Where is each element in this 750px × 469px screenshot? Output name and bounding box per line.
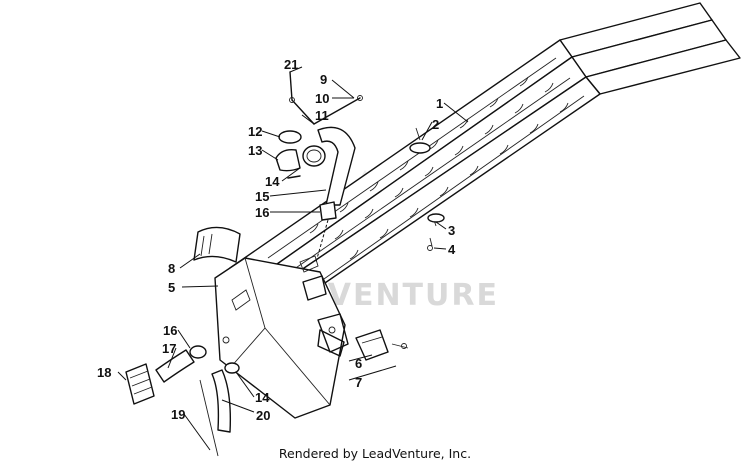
callout-9: 9 [320, 72, 327, 87]
callout-17: 17 [162, 341, 176, 356]
callout-20: 20 [256, 408, 270, 423]
lower-coolant-hoses [125, 345, 240, 457]
footer-credit: Rendered by LeadVenture, Inc. [278, 446, 472, 461]
callout-15: 15 [255, 189, 269, 204]
heat-exchanger-rear-panels [559, 2, 741, 95]
callout-4: 4 [448, 242, 456, 257]
callout-19: 19 [171, 407, 185, 422]
mount-bracket [317, 329, 409, 361]
callout-21: 21 [284, 57, 298, 72]
callout-14-lower: 14 [255, 390, 270, 405]
leader-lines [117, 66, 469, 451]
mounting-hardware-right [409, 127, 445, 251]
callout-14-upper: 14 [265, 174, 280, 189]
upper-coolant-hose [315, 126, 356, 263]
callout-1: 1 [436, 96, 443, 111]
filler-neck-assembly [275, 130, 326, 179]
callout-16-lower: 16 [163, 323, 177, 338]
heat-shield [193, 226, 241, 263]
callout-13: 13 [248, 143, 262, 158]
callout-18: 18 [97, 365, 111, 380]
callout-11: 11 [315, 108, 329, 123]
callout-labels: 1 2 3 4 5 6 7 8 9 10 11 12 13 14 14 15 1… [97, 57, 456, 423]
callout-12: 12 [248, 124, 262, 139]
rail-edge-detail [309, 76, 569, 260]
vent-rods [289, 71, 363, 125]
callout-2: 2 [432, 117, 439, 132]
callout-6: 6 [355, 356, 362, 371]
callout-8: 8 [168, 261, 175, 276]
callout-7: 7 [355, 375, 362, 390]
callout-5: 5 [168, 280, 175, 295]
callout-16-upper: 16 [255, 205, 269, 220]
callout-10: 10 [315, 91, 329, 106]
callout-3: 3 [448, 223, 455, 238]
